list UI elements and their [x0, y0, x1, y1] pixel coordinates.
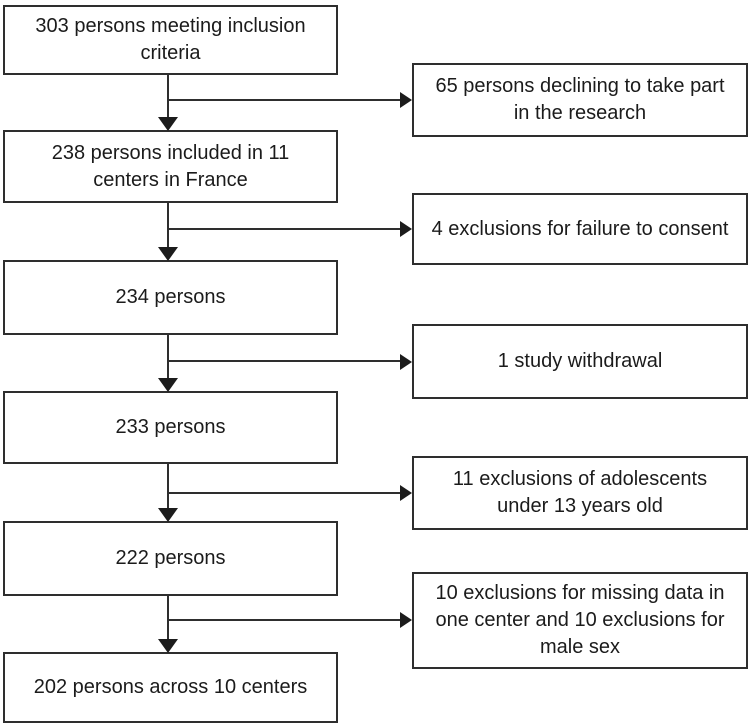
main-box-inclusion-criteria-label: 303 persons meeting inclusion criteria	[35, 15, 306, 64]
connector-vertical-3	[167, 335, 169, 380]
arrowhead-down-4-icon	[158, 508, 178, 522]
arrowhead-down-3-icon	[158, 378, 178, 392]
exclusion-box-missing-data-male-sex-label: 10 exclusions for missing data in one ce…	[435, 582, 725, 658]
arrowhead-right-4-icon	[400, 485, 412, 501]
exclusion-box-under-13-label: 11 exclusions of adolescents under 13 ye…	[452, 468, 708, 517]
main-box-final-202-persons: 202 persons across 10 centers	[3, 652, 338, 723]
exclusion-box-failure-to-consent-label: 4 exclusions for failure to consent	[431, 217, 729, 240]
arrowhead-right-3-icon	[400, 354, 412, 370]
connector-horizontal-1	[168, 99, 401, 101]
exclusion-box-declined: 65 persons declining to take part in the…	[412, 63, 748, 137]
connector-vertical-2	[167, 203, 169, 249]
main-box-inclusion-criteria: 303 persons meeting inclusion criteria	[3, 5, 338, 75]
connector-horizontal-3	[168, 360, 401, 362]
main-box-233-persons: 233 persons	[3, 391, 338, 464]
main-box-final-202-persons-label: 202 persons across 10 centers	[33, 676, 308, 698]
connector-vertical-1	[167, 75, 169, 119]
exclusion-box-declined-label: 65 persons declining to take part in the…	[435, 75, 725, 124]
arrowhead-right-1-icon	[400, 92, 412, 108]
connector-vertical-5	[167, 596, 169, 641]
exclusion-box-study-withdrawal-label: 1 study withdrawal	[497, 350, 663, 372]
main-box-233-persons-label: 233 persons	[115, 416, 226, 438]
connector-vertical-4	[167, 464, 169, 510]
main-box-222-persons: 222 persons	[3, 521, 338, 596]
main-box-included-centers: 238 persons included in 11 centers in Fr…	[3, 130, 338, 203]
arrowhead-right-5-icon	[400, 612, 412, 628]
connector-horizontal-5	[168, 619, 401, 621]
main-box-included-centers-label: 238 persons included in 11 centers in Fr…	[51, 141, 290, 191]
exclusion-box-study-withdrawal: 1 study withdrawal	[412, 324, 748, 399]
arrowhead-down-5-icon	[158, 639, 178, 653]
arrowhead-down-2-icon	[158, 247, 178, 261]
main-box-234-persons-label: 234 persons	[115, 286, 226, 308]
exclusion-box-under-13: 11 exclusions of adolescents under 13 ye…	[412, 456, 748, 530]
main-box-222-persons-label: 222 persons	[115, 547, 226, 569]
connector-horizontal-4	[168, 492, 401, 494]
arrowhead-right-2-icon	[400, 221, 412, 237]
arrowhead-down-1-icon	[158, 117, 178, 131]
connector-horizontal-2	[168, 228, 401, 230]
exclusion-box-missing-data-male-sex: 10 exclusions for missing data in one ce…	[412, 572, 748, 669]
exclusion-box-failure-to-consent: 4 exclusions for failure to consent	[412, 193, 748, 265]
main-box-234-persons: 234 persons	[3, 260, 338, 335]
